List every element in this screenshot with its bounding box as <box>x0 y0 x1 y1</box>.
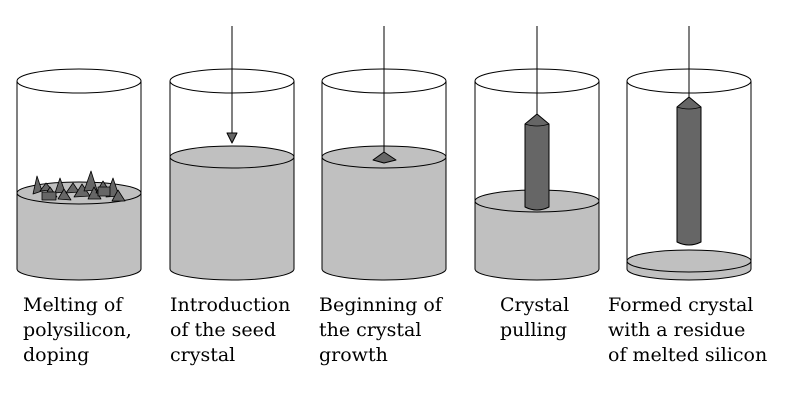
crucible-3-bottom <box>321 268 447 281</box>
caption-line: Crystal <box>500 294 570 316</box>
stage-1-crucible <box>16 68 142 281</box>
caption-line: polysilicon, <box>23 319 132 341</box>
pulled-crystal <box>524 113 550 211</box>
caption-line: crystal <box>170 344 236 366</box>
caption-line: Introduction <box>170 294 291 316</box>
crucible-3-melt <box>322 157 446 280</box>
caption-line: of melted silicon <box>608 344 768 366</box>
crucible-1-rim <box>16 68 142 94</box>
caption-line: the crystal <box>319 319 422 341</box>
formed-crystal <box>676 96 702 246</box>
crucible-1-melt <box>17 193 141 280</box>
stage-4-crucible <box>474 26 600 281</box>
caption-line: doping <box>23 344 90 366</box>
caption-seed-introduction: Introduction of the seed crystal <box>170 293 290 368</box>
stage-2-crucible <box>169 26 295 281</box>
growing-crystal <box>372 151 397 164</box>
caption-line: of the seed <box>170 319 277 341</box>
crucible-4-bottom <box>474 268 600 281</box>
seed-crystal <box>226 132 238 144</box>
caption-crystal-pulling: Crystal pulling <box>500 293 569 343</box>
caption-line: growth <box>319 344 388 366</box>
crucible-2-melt-surface <box>169 145 295 169</box>
crucible-2-melt <box>170 157 294 280</box>
crucible-5-residue-surface <box>626 249 752 273</box>
caption-line: Beginning of <box>319 294 442 316</box>
stage-5-crucible <box>626 26 752 281</box>
crucible-1-bottom <box>16 268 142 281</box>
caption-line: Formed crystal <box>608 294 754 316</box>
crucible-5-bottom <box>626 268 752 281</box>
stage-3-crucible <box>321 26 447 281</box>
caption-growth-beginning: Beginning of the crystal growth <box>319 293 442 368</box>
caption-line: with a residue <box>608 319 746 341</box>
crucible-4-melt <box>475 201 599 280</box>
caption-line: Melting of <box>23 294 123 316</box>
caption-melting: Melting of polysilicon, doping <box>23 293 132 368</box>
polysilicon-chunks <box>32 170 126 202</box>
crucible-2-bottom <box>169 268 295 281</box>
caption-formed-crystal: Formed crystal with a residue of melted … <box>608 293 767 368</box>
caption-line: pulling <box>500 319 568 341</box>
